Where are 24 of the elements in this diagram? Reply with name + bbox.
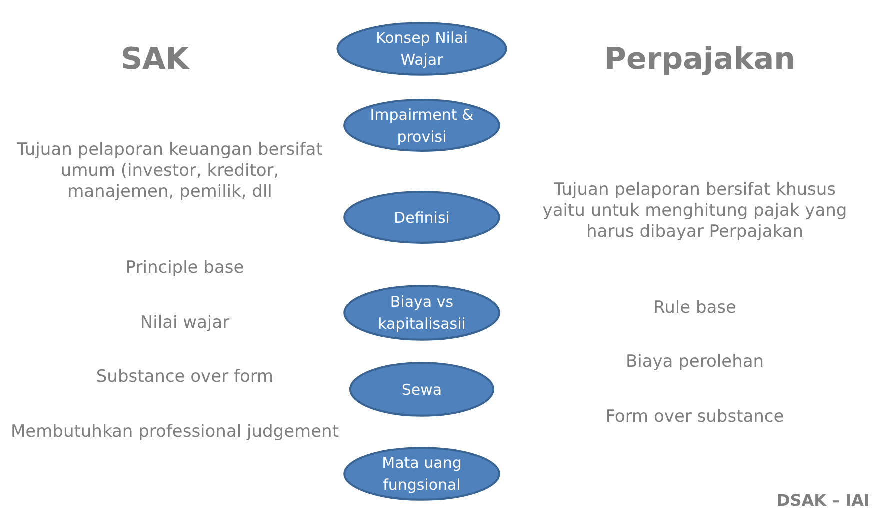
topic-text: Sewa xyxy=(400,380,444,400)
topic-text: Mata uang fungsional xyxy=(381,453,463,496)
topic-text: Biaya vs kapitalisasii xyxy=(377,292,467,335)
comparison-text: Tujuan pelaporan bersifat khusus yaitu untuk menghitung pajak yang harus dibayar Perpajakan xyxy=(542,180,848,243)
column-heading: Perpajakan xyxy=(604,42,796,78)
topic-ellipse xyxy=(343,285,501,341)
topic-text: Konsep Nilai Wajar xyxy=(374,28,470,71)
comparison-text: Membutuhkan professional judgement xyxy=(10,422,340,443)
topic-text: Impairment & provisi xyxy=(369,104,475,148)
topic-ellipse xyxy=(349,362,495,417)
topic-ellipse xyxy=(343,447,501,501)
comparison-text: Tujuan pelaporan keuangan bersifat umum (investor, kreditor, manajemen, pemilik, dll xyxy=(16,140,324,203)
comparison-text: Rule base xyxy=(652,298,738,319)
comparison-text: Substance over form xyxy=(95,367,275,388)
topic-ellipse xyxy=(343,191,501,244)
topic-ellipse xyxy=(343,99,501,152)
comparison-text: Principle base xyxy=(124,258,246,279)
topic-text: Definisi xyxy=(393,208,451,228)
comparison-text: Form over substance xyxy=(604,407,786,428)
comparison-text: Nilai wajar xyxy=(139,313,231,334)
source-note: DSAK – IAI xyxy=(776,490,870,511)
comparison-text: Biaya perolehan xyxy=(624,352,766,373)
column-heading: SAK xyxy=(120,42,191,78)
topic-ellipse xyxy=(336,22,508,76)
